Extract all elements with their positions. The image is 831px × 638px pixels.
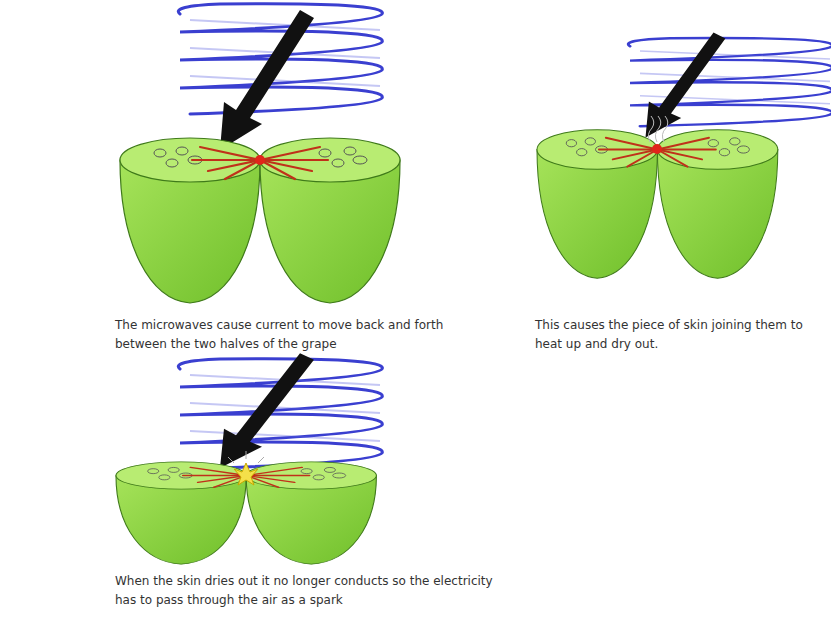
caption-text: This causes the piece of skin joining th… [535, 316, 820, 354]
caption-text: The microwaves cause current to move bac… [115, 316, 495, 354]
caption-text: When the skin dries out it no longer con… [115, 572, 495, 610]
